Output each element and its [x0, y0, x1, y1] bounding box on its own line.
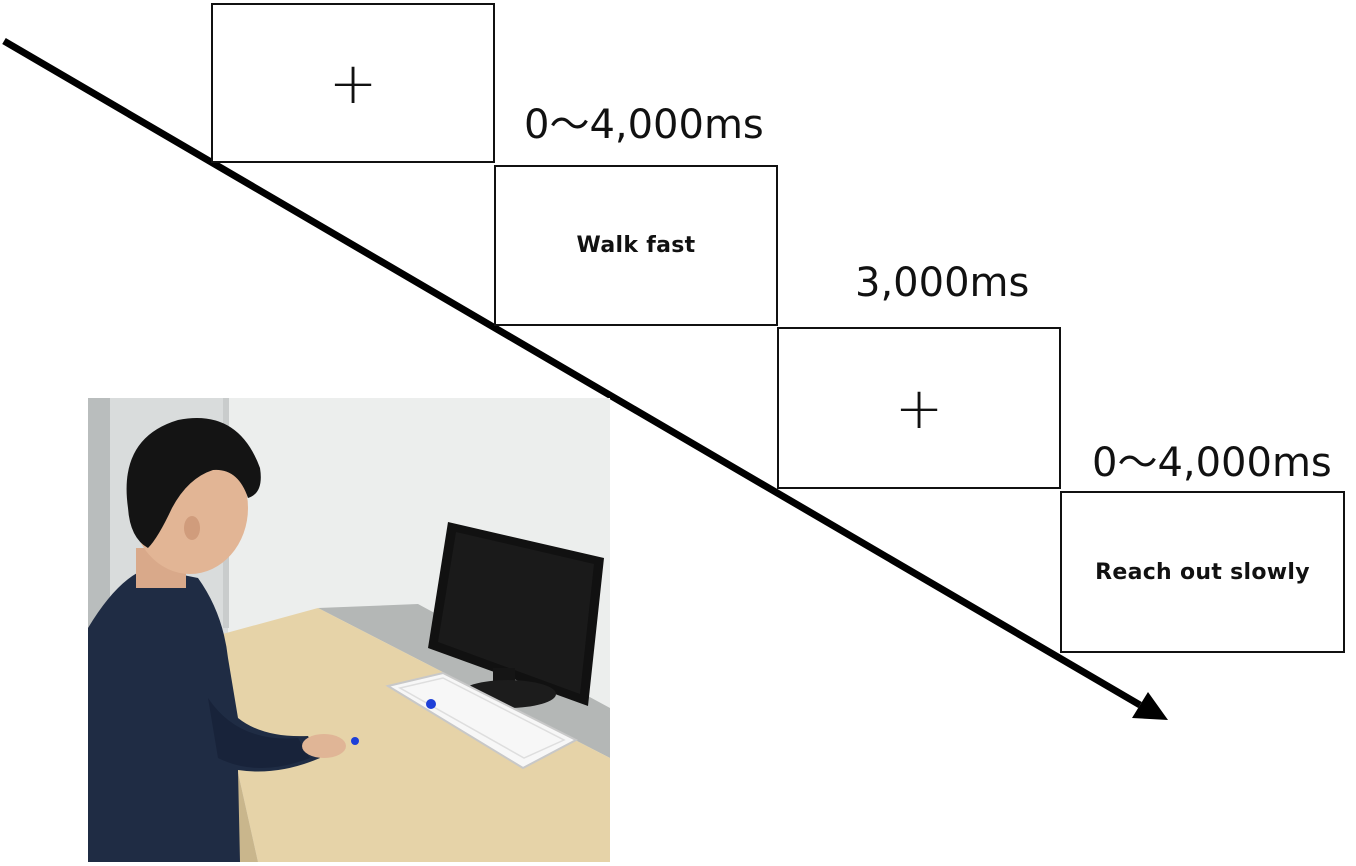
cue-text: Walk fast: [576, 233, 696, 258]
cue-screen-walk-fast: Walk fast: [494, 165, 778, 326]
duration-label-1: 0～4,000ms: [524, 102, 764, 148]
duration-label-3: 0～4,000ms: [1092, 440, 1332, 486]
fixation-cross: +: [894, 374, 944, 442]
fixation-screen-2: +: [777, 327, 1061, 489]
fixation-screen-1: +: [211, 3, 495, 163]
cue-screen-reach-out-slowly: Reach out slowly: [1060, 491, 1345, 653]
participant-photo: [88, 398, 610, 862]
duration-label-2: 3,000ms: [855, 260, 1030, 306]
fixation-cross: +: [328, 49, 378, 117]
cue-text: Reach out slowly: [1095, 559, 1310, 585]
